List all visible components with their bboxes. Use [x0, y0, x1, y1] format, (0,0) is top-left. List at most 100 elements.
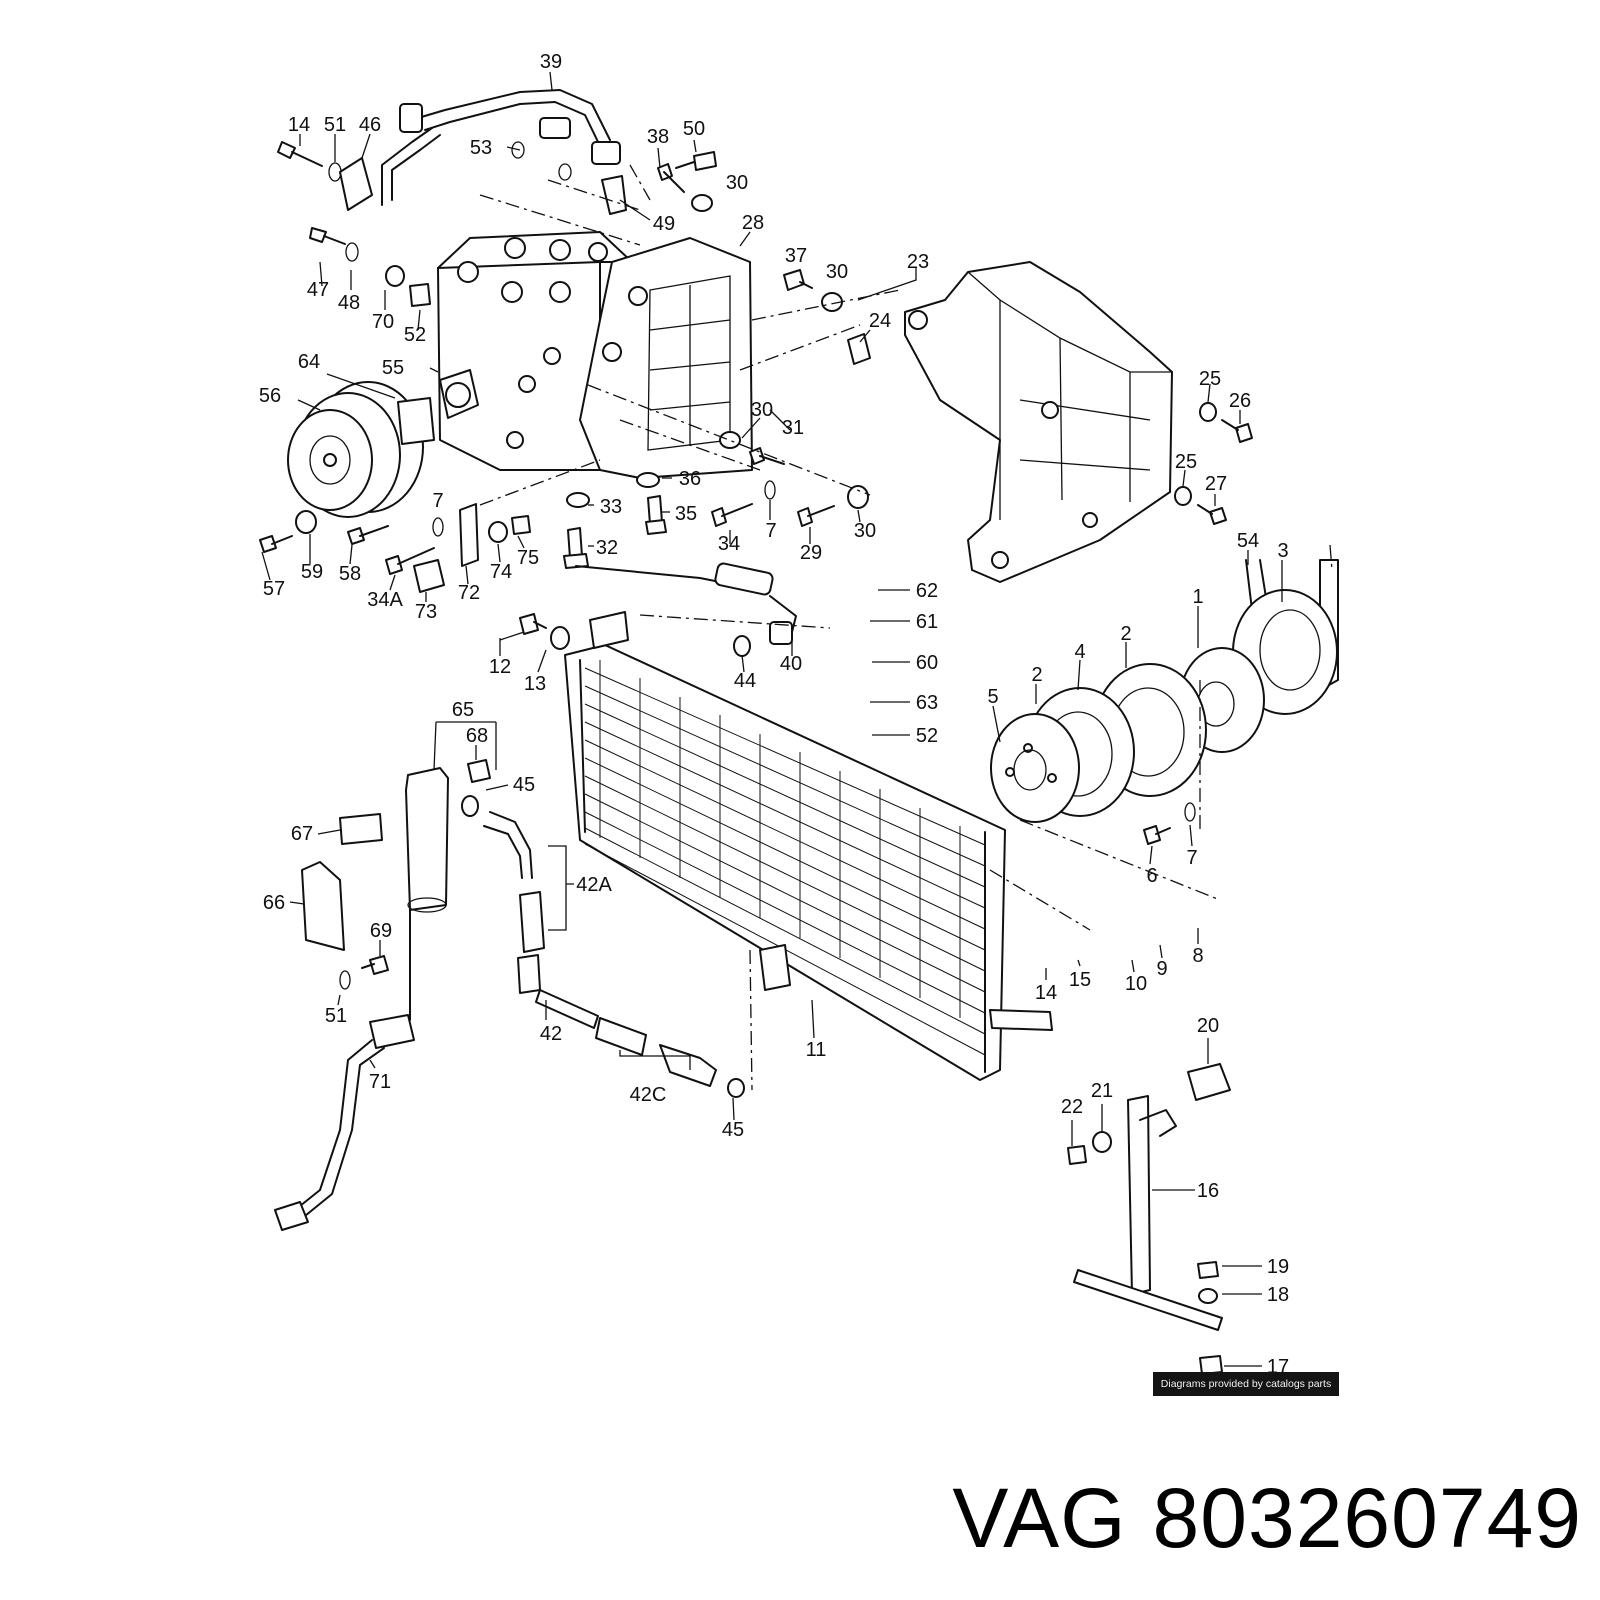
callout-44: 44 [734, 670, 756, 692]
callout-30: 30 [826, 261, 848, 283]
callout-37: 37 [785, 245, 807, 267]
ac-hose-39 [381, 89, 621, 206]
callout-32: 32 [596, 537, 618, 559]
callout-3: 3 [1277, 540, 1288, 562]
callout-30: 30 [751, 399, 773, 421]
callout-15: 15 [1069, 969, 1091, 991]
ac-lines [274, 562, 797, 1231]
callout-4: 4 [1074, 641, 1085, 663]
callout-61: 61 [916, 611, 938, 633]
callout-50: 50 [683, 118, 705, 140]
callout-72: 72 [458, 582, 480, 604]
callout-52: 52 [404, 324, 426, 346]
callout-42A: 42A [576, 874, 612, 896]
callout-7: 7 [765, 520, 776, 542]
part-number: 803260749 [1152, 1471, 1582, 1565]
callout-42: 42 [540, 1023, 562, 1045]
callout-30: 30 [854, 520, 876, 542]
callout-24: 24 [869, 310, 891, 332]
callout-31: 31 [782, 417, 804, 439]
callout-49: 49 [653, 213, 675, 235]
shaft-seal-64 [397, 397, 435, 445]
callout-5: 5 [987, 686, 998, 708]
callout-70: 70 [372, 311, 394, 333]
callout-68: 68 [466, 725, 488, 747]
callout-67: 67 [291, 823, 313, 845]
callout-18: 18 [1267, 1284, 1289, 1306]
callout-69: 69 [370, 920, 392, 942]
callout-22: 22 [1061, 1096, 1083, 1118]
callout-34A: 34A [367, 589, 403, 611]
callout-14: 14 [1035, 982, 1057, 1004]
callout-14: 14 [288, 114, 310, 136]
callout-75: 75 [517, 547, 539, 569]
callout-64: 64 [298, 351, 320, 373]
callout-48: 48 [338, 292, 360, 314]
callout-6: 6 [1146, 865, 1157, 887]
callout-1: 1 [1192, 586, 1203, 608]
callout-58: 58 [339, 563, 361, 585]
callout-45: 45 [513, 774, 535, 796]
callout-53: 53 [470, 137, 492, 159]
diagram-credit-banner: Diagrams provided by catalogs parts [1153, 1372, 1339, 1396]
callout-74: 74 [490, 561, 512, 583]
callout-23: 23 [907, 251, 929, 273]
callout-19: 19 [1267, 1256, 1289, 1278]
callout-13: 13 [524, 673, 546, 695]
callout-59: 59 [301, 561, 323, 583]
callout-16: 16 [1197, 1180, 1219, 1202]
callout-35: 35 [675, 503, 697, 525]
callout-66: 66 [263, 892, 285, 914]
callout-65: 65 [452, 699, 474, 721]
callout-71: 71 [369, 1071, 391, 1093]
assembly-lines [479, 164, 1333, 1091]
mounting-bracket-23 [847, 261, 1253, 583]
callout-9: 9 [1156, 958, 1167, 980]
callout-42C: 42C [630, 1084, 667, 1106]
callout-51: 51 [324, 114, 346, 136]
callout-20: 20 [1197, 1015, 1219, 1037]
clutch-pulley-56 [287, 381, 424, 518]
callout-2: 2 [1120, 623, 1131, 645]
callout-27: 27 [1205, 473, 1227, 495]
callout-60: 60 [916, 652, 938, 674]
callout-55: 55 [382, 357, 404, 379]
callout-labels: 39 14 51 46 53 38 50 30 49 28 47 48 70 5… [259, 51, 1289, 1378]
support-bracket-16 [1067, 1063, 1231, 1375]
callout-56: 56 [259, 385, 281, 407]
callout-52: 52 [916, 725, 938, 747]
callout-51: 51 [325, 1005, 347, 1027]
callout-33: 33 [600, 496, 622, 518]
callout-25: 25 [1199, 368, 1221, 390]
callout-45: 45 [722, 1119, 744, 1141]
callout-7: 7 [432, 490, 443, 512]
compressor-fasteners [259, 141, 869, 593]
callout-2: 2 [1031, 664, 1042, 686]
leader-lines [261, 71, 1283, 1367]
callout-34: 34 [718, 533, 740, 555]
callout-62: 62 [916, 580, 938, 602]
callout-46: 46 [359, 114, 381, 136]
callout-21: 21 [1091, 1080, 1113, 1102]
callout-25: 25 [1175, 451, 1197, 473]
belt-pulleys [990, 559, 1339, 845]
callout-73: 73 [415, 601, 437, 623]
callout-57: 57 [263, 578, 285, 600]
callout-36: 36 [679, 468, 701, 490]
callout-28: 28 [742, 212, 764, 234]
callout-12: 12 [489, 656, 511, 678]
callout-26: 26 [1229, 390, 1251, 412]
callout-7: 7 [1186, 847, 1197, 869]
callout-54: 54 [1237, 530, 1259, 552]
callout-40: 40 [780, 653, 802, 675]
callout-47: 47 [307, 279, 329, 301]
callout-10: 10 [1125, 973, 1147, 995]
callout-38: 38 [647, 126, 669, 148]
callout-29: 29 [800, 542, 822, 564]
callout-63: 63 [916, 692, 938, 714]
callout-11: 11 [806, 1039, 827, 1061]
callout-39: 39 [540, 51, 562, 73]
brand-name: VAG [952, 1471, 1127, 1565]
callout-30: 30 [726, 172, 748, 194]
